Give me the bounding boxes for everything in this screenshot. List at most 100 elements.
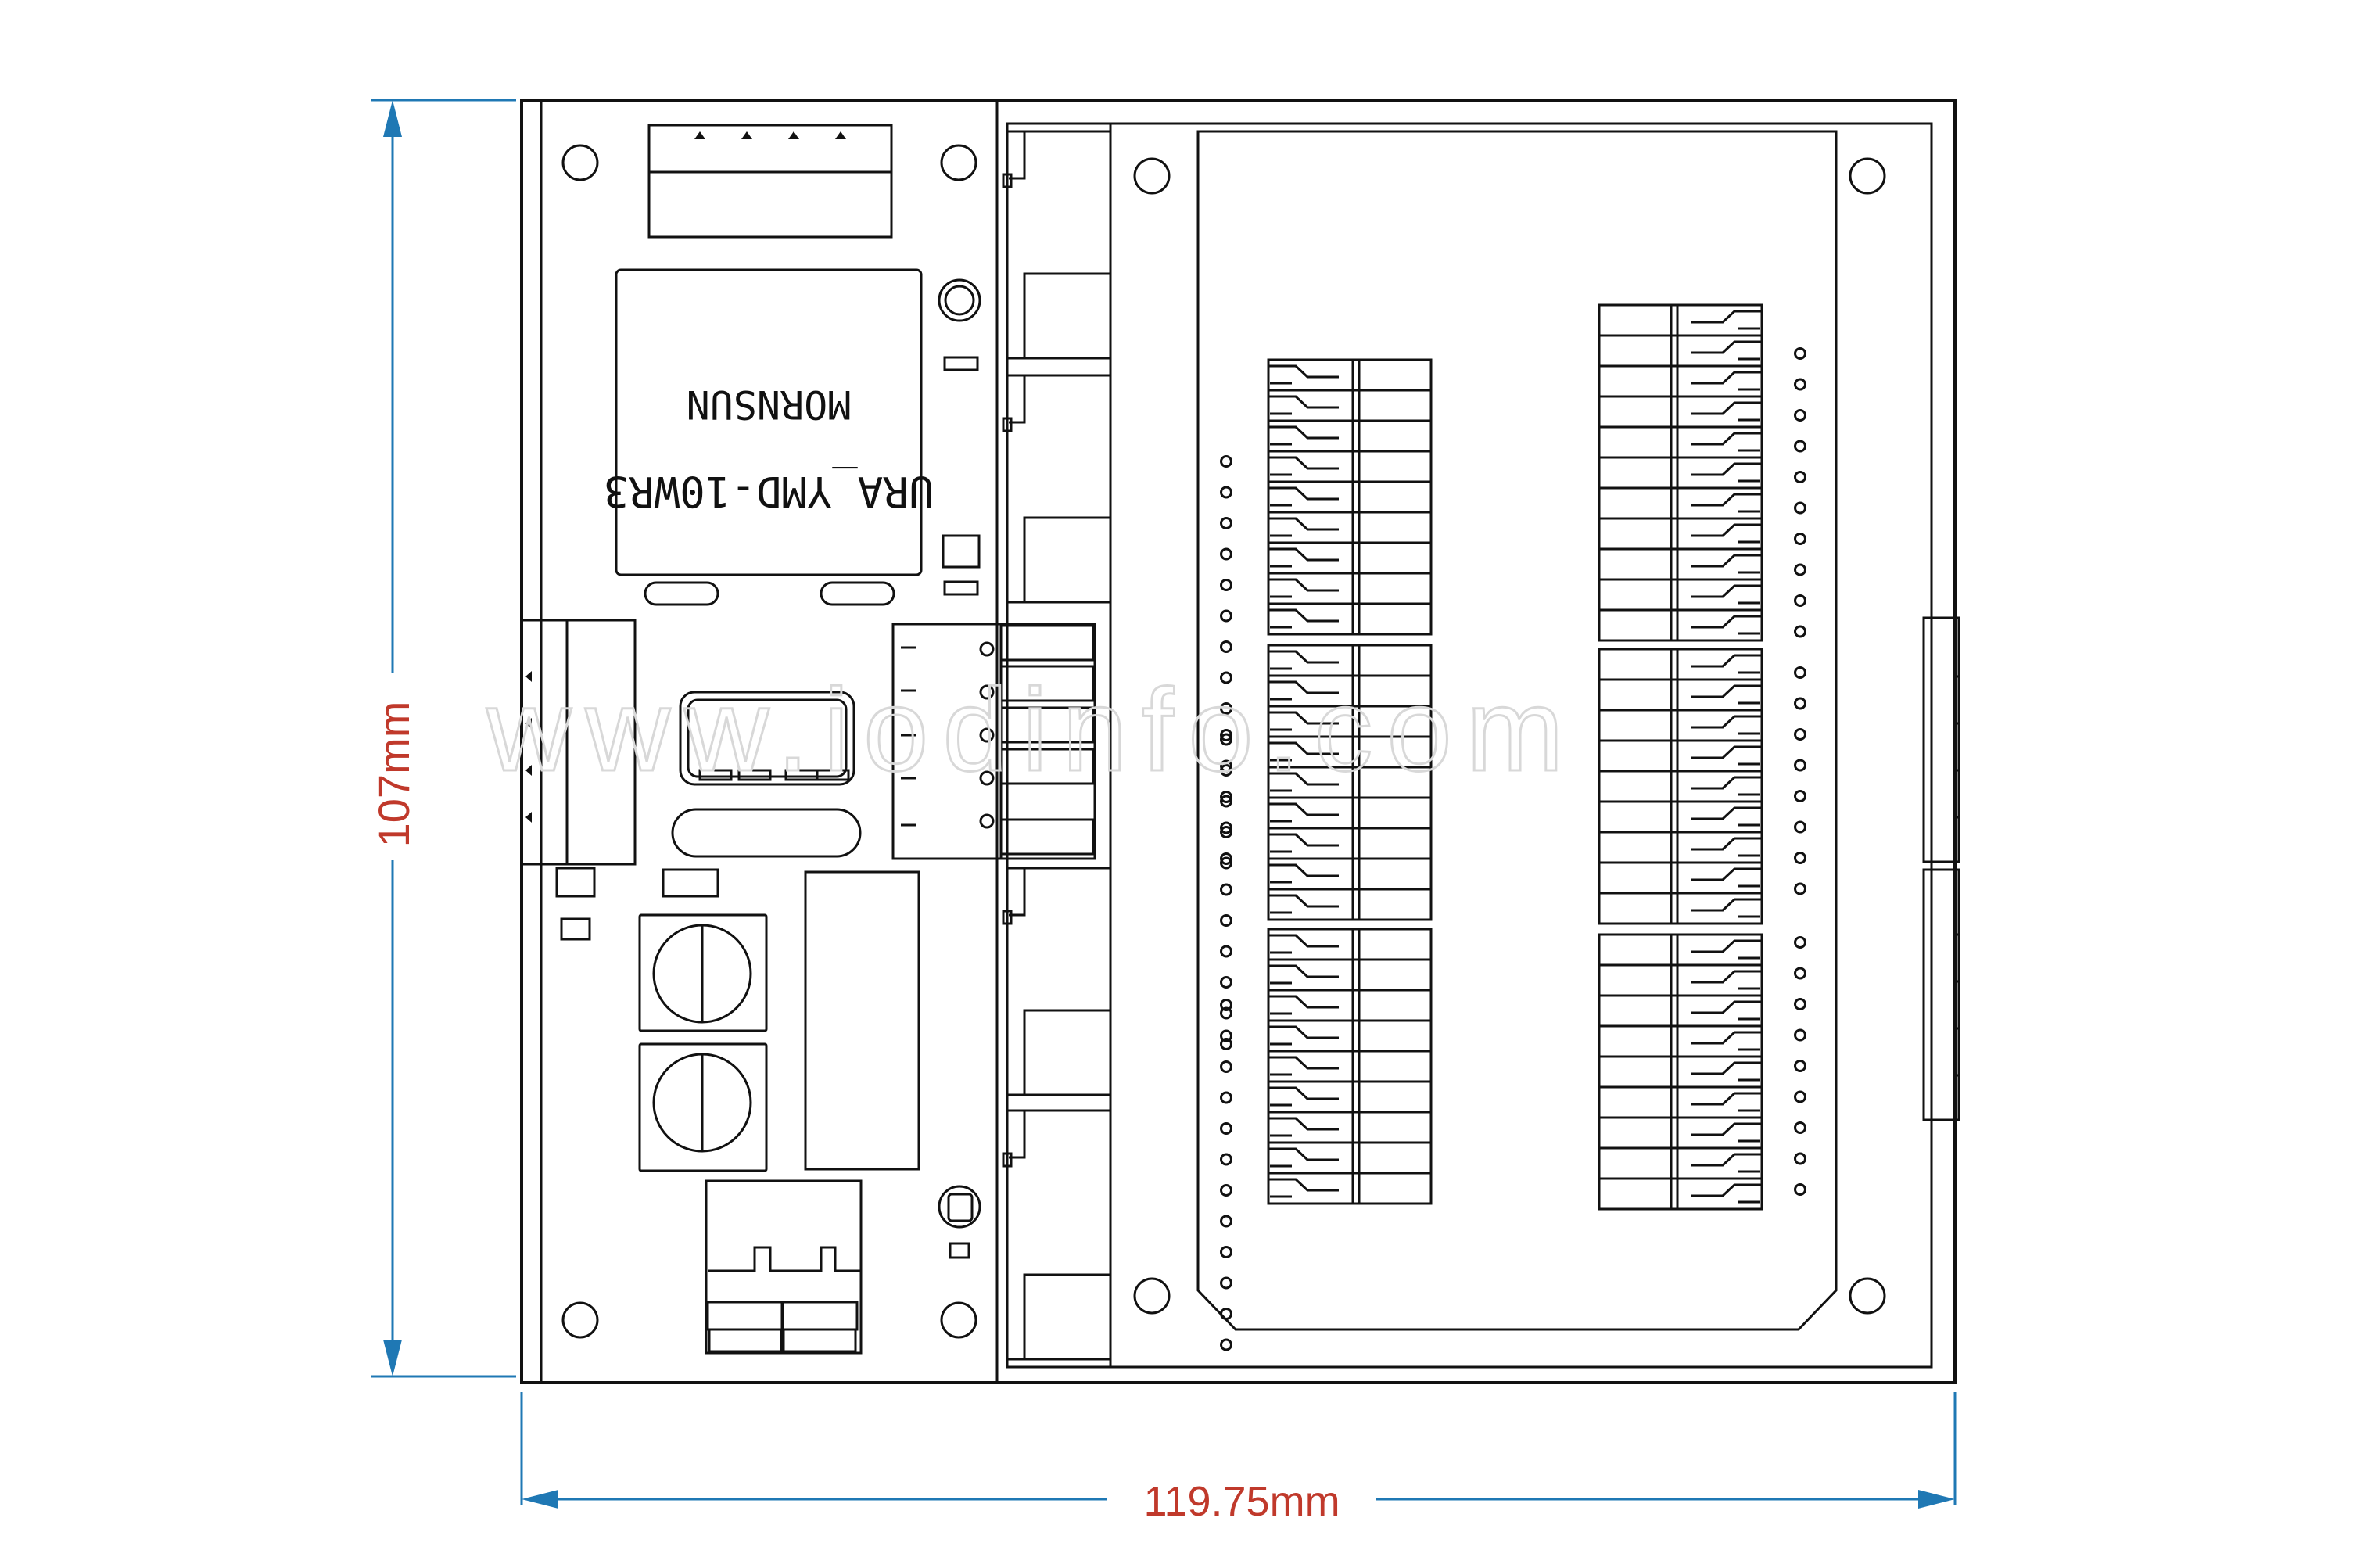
- terminal-latch: [1691, 939, 1762, 953]
- terminal-latch: [1268, 1025, 1339, 1039]
- terminal-latch: [1691, 970, 1762, 984]
- pin-dot: [1794, 471, 1806, 483]
- pin-dot-column: [1220, 729, 1232, 1050]
- mounting-hole: [1133, 1277, 1171, 1315]
- terminal-latch: [1691, 1153, 1762, 1167]
- mounting-hole: [940, 1301, 977, 1339]
- pin-dot: [1220, 455, 1232, 468]
- pin-dot: [1220, 1038, 1232, 1050]
- capacitor: [638, 913, 768, 1032]
- terminal-latch: [1691, 654, 1762, 668]
- pin-dot: [1220, 852, 1232, 865]
- pin-dot: [1794, 1183, 1806, 1196]
- pin-dot: [1794, 697, 1806, 710]
- pin-dot-column: [1220, 455, 1232, 870]
- terminal-block-group: [1598, 648, 1763, 925]
- terminal-latch: [1268, 995, 1339, 1009]
- pin-dot: [1794, 967, 1806, 980]
- pin-dot: [1220, 914, 1232, 927]
- terminal-latch: [1268, 547, 1339, 562]
- pin-dot: [1220, 1122, 1232, 1135]
- pin-dot: [1220, 759, 1232, 773]
- center-connector: [891, 623, 1096, 860]
- height-dimension: [371, 99, 516, 1378]
- right-edge-connector: [1922, 616, 1960, 1121]
- width-dimension: [520, 1392, 1957, 1509]
- terminal-latch: [1268, 741, 1339, 755]
- terminal-latch: [1691, 715, 1762, 729]
- terminal-latch: [1691, 554, 1762, 568]
- terminal-latch: [1691, 493, 1762, 507]
- pin-dot-column: [1794, 936, 1806, 1196]
- top-header-connector: [647, 124, 893, 239]
- left-edge-connector: [520, 619, 637, 866]
- watermark-text: www.iodinfo.com: [486, 664, 1577, 795]
- pin-dot: [1794, 820, 1806, 834]
- pin-dot: [1220, 883, 1232, 896]
- pin-dot: [1220, 976, 1232, 989]
- chip-brand: MORNSUN: [687, 382, 852, 427]
- pin-dot: [1220, 517, 1232, 529]
- pin-dot: [1794, 790, 1806, 802]
- pin-dot: [1220, 702, 1232, 715]
- pin-dot: [1220, 1060, 1232, 1073]
- pin-dot: [1220, 1276, 1232, 1290]
- pin-dot: [1220, 821, 1232, 834]
- terminal-block-group: [1267, 644, 1433, 921]
- terminal-latch: [1691, 1061, 1762, 1075]
- capacitor: [638, 1042, 768, 1172]
- pin-dot: [1794, 594, 1806, 607]
- pin-dot: [1220, 547, 1232, 561]
- pin-dot: [1220, 579, 1232, 591]
- pin-dot: [1220, 1246, 1232, 1258]
- pin-dot: [1794, 1121, 1806, 1134]
- pin-dot: [1220, 795, 1232, 808]
- terminal-latch: [1691, 1183, 1762, 1197]
- terminal-latch: [1691, 776, 1762, 790]
- pin-dot: [1220, 1215, 1232, 1228]
- pin-dot: [1220, 640, 1232, 653]
- width-label: 119.75mm: [1143, 1478, 1340, 1525]
- terminal-latch: [1268, 425, 1339, 440]
- bottom-terminal-block: [705, 1179, 863, 1355]
- terminal-latch: [1268, 894, 1339, 908]
- pin-dot: [1220, 764, 1232, 777]
- terminal-latch: [1268, 456, 1339, 470]
- terminal-latch: [1691, 584, 1762, 598]
- pin-dot: [1794, 440, 1806, 453]
- terminal-latch: [1268, 934, 1339, 948]
- left-board: [520, 124, 1096, 1355]
- terminal-latch: [1268, 1147, 1339, 1161]
- terminal-block-groups: [1267, 303, 1763, 1211]
- terminal-latch: [1691, 1122, 1762, 1136]
- terminal-latch: [1691, 523, 1762, 537]
- inner-panel: [1196, 130, 1838, 1331]
- pin-dot: [1220, 1091, 1232, 1104]
- pin-dot: [1220, 1308, 1232, 1320]
- pin-dot: [1794, 378, 1806, 391]
- pin-dot: [1220, 1153, 1232, 1166]
- terminal-latch: [1691, 340, 1762, 354]
- pin-dot: [1794, 852, 1806, 864]
- pin-dot-column: [1220, 999, 1232, 1351]
- terminal-latch: [1691, 806, 1762, 820]
- terminal-latch: [1691, 401, 1762, 415]
- mounting-hole: [1849, 1277, 1886, 1315]
- terminal-latch: [1268, 802, 1339, 816]
- terminal-latch: [1268, 395, 1339, 409]
- terminal-latch: [1691, 371, 1762, 385]
- pin-dot: [1794, 728, 1806, 741]
- terminal-latch: [1691, 1000, 1762, 1014]
- terminal-latch: [1691, 745, 1762, 759]
- pin-dot: [1220, 729, 1232, 741]
- mounting-hole: [561, 144, 599, 181]
- terminal-latch: [1268, 650, 1339, 664]
- terminal-latch: [1268, 578, 1339, 592]
- rj45-stack: [1002, 130, 1112, 1361]
- terminal-latch: [1691, 837, 1762, 851]
- pin-dot: [1794, 347, 1806, 360]
- terminal-latch: [1268, 772, 1339, 786]
- terminal-latch: [1268, 964, 1339, 978]
- terminal-latch: [1268, 1056, 1339, 1070]
